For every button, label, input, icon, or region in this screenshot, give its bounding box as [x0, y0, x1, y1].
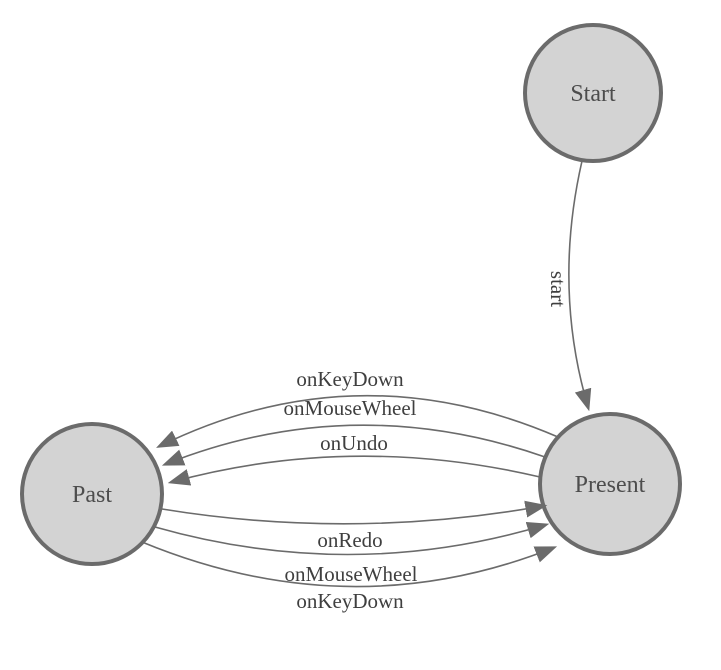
edge-label-onmousewheel-top: onMouseWheel [284, 396, 417, 420]
edge-present-to-past-onkeydown [156, 394, 559, 448]
node-start[interactable]: Start [523, 23, 663, 163]
node-past-circle[interactable] [20, 422, 164, 566]
node-start-circle[interactable] [523, 23, 663, 163]
edge-label-onmousewheel-bottom: onMouseWheel [285, 562, 418, 586]
node-past[interactable]: Past [20, 422, 164, 566]
edge-present-to-past-onmousewheel [161, 424, 546, 466]
edge-past-to-present-onkeydown [141, 541, 558, 588]
node-present-label: Present [575, 472, 646, 498]
edge-start-to-present [568, 160, 592, 412]
edge-label-onredo: onRedo [317, 528, 382, 552]
node-present[interactable]: Present [538, 412, 682, 556]
edge-past-to-present-onredo [161, 500, 548, 525]
edges [141, 160, 592, 588]
node-present-circle[interactable] [538, 412, 682, 556]
node-start-label: Start [570, 81, 616, 107]
edge-label-onkeydown-bottom: onKeyDown [296, 589, 404, 613]
edge-labels: start onKeyDown onMouseWheel onUndo onRe… [284, 271, 570, 613]
edge-label-onundo: onUndo [320, 431, 388, 455]
edge-label-start: start [546, 271, 570, 307]
edge-present-to-past-onundo [167, 455, 541, 486]
edge-label-onkeydown-top: onKeyDown [296, 367, 404, 391]
edge-past-to-present-onmousewheel [154, 521, 550, 556]
node-past-label: Past [72, 482, 112, 508]
